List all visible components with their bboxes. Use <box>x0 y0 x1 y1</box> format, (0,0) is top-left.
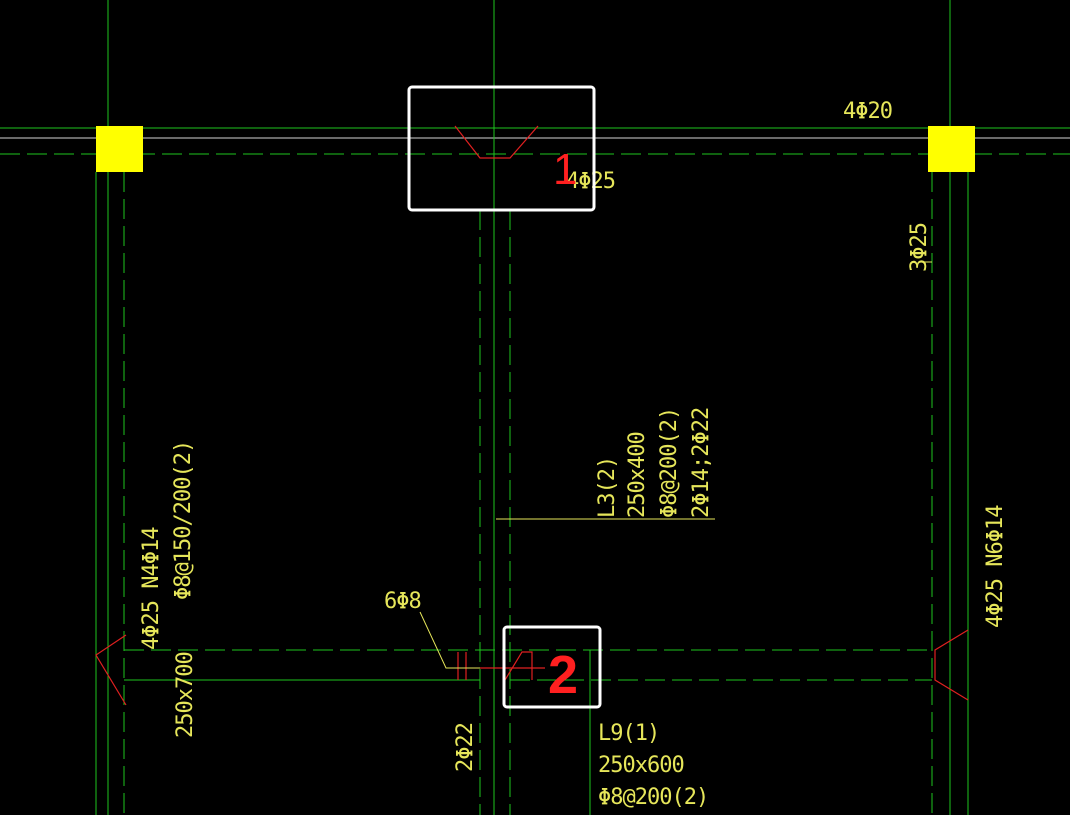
column-right[interactable] <box>928 126 975 172</box>
left-beam-annotation: 4Φ25 N4Φ14 Φ8@150/200(2) <box>139 441 196 650</box>
l3-annotation-block: L3(2) 250x400 Φ8@200(2) 2Φ14;2Φ22 <box>595 408 714 518</box>
l9-line-2: 250x600 <box>598 753 684 778</box>
l3-line-3: Φ8@200(2) <box>657 408 682 518</box>
hook-mark-c <box>504 651 533 681</box>
right-beam-annotation: 4Φ25 N6Φ14 <box>983 505 1008 628</box>
label-stirrups: 6Φ8 <box>384 589 421 614</box>
label-bottom-bars: 2Φ22 <box>453 723 478 772</box>
l9-line-3: Φ8@200(2) <box>598 785 708 810</box>
l3-line-2: 250x400 <box>625 432 650 518</box>
label-right-column-bars: 3Φ25 <box>907 223 932 272</box>
l3-line-4: 2Φ14;2Φ22 <box>689 408 714 518</box>
marker-1: 1 <box>553 145 577 194</box>
label-top-right-bars: 4Φ20 <box>843 99 892 124</box>
column-left[interactable] <box>96 126 143 172</box>
break-symbols <box>95 125 969 706</box>
break-symbol-top <box>454 125 539 159</box>
left-beam-line-1: 4Φ25 N4Φ14 <box>139 527 164 650</box>
marker-2: 2 <box>548 645 578 705</box>
left-beam-size: 250x700 <box>173 652 198 738</box>
highlight-box-2[interactable] <box>502 625 602 709</box>
left-beam-line-2: Φ8@150/200(2) <box>171 441 196 600</box>
break-symbol-right <box>934 629 969 701</box>
beam-outlines <box>0 153 1070 815</box>
label-top-middle-bars: 4Φ25 <box>566 169 615 194</box>
stirrup-leader <box>419 611 480 669</box>
break-symbol-left <box>95 634 127 706</box>
l3-line-1: L3(2) <box>595 457 620 518</box>
l9-line-1: L9(1) <box>598 721 659 746</box>
highlight-box-1[interactable] <box>407 85 596 212</box>
